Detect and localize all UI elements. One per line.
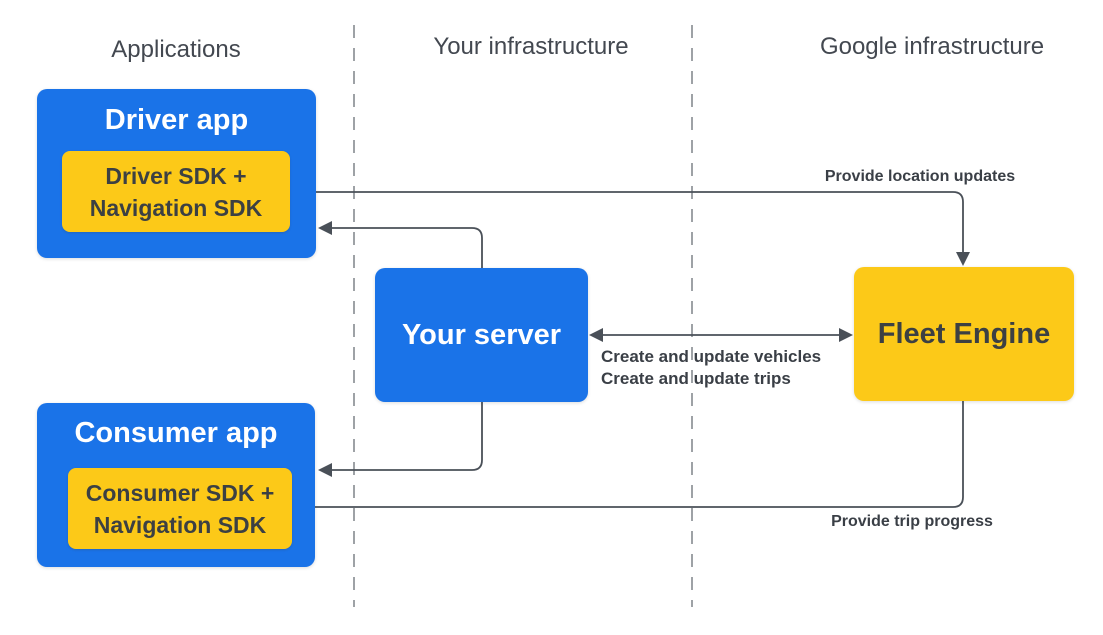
edge-label-provide-location-updates: Provide location updates: [824, 168, 1016, 185]
fleet-engine-node: Fleet Engine: [854, 267, 1074, 401]
edge-label-provide-trip-progress: Provide trip progress: [831, 513, 993, 530]
driver-app-title: Driver app: [104, 104, 249, 136]
column-header-google-infrastructure: Google infrastructure: [819, 33, 1045, 60]
arrowhead-left-driver-app: [318, 221, 332, 235]
driver-app-node: Driver app Driver SDK + Navigation SDK: [37, 89, 316, 258]
connector-server-to-consumer-app: [318, 402, 483, 477]
edge-label-create-and-update: Create and update vehicles Create and up…: [601, 346, 821, 390]
connector-provide-location-updates: [290, 191, 970, 266]
driver-sdk-label-line2: Navigation SDK: [89, 194, 263, 221]
driver-sdk-label-line1: Driver SDK +: [105, 162, 247, 189]
fleet-engine-title: Fleet Engine: [877, 318, 1051, 350]
edge-label-create-update-vehicles: Create and update vehicles: [601, 347, 822, 366]
column-header-your-infrastructure: Your infrastructure: [433, 33, 629, 60]
consumer-app-title: Consumer app: [74, 417, 278, 449]
your-server-title: Your server: [401, 319, 562, 351]
arrowhead-left-your-server: [589, 328, 603, 342]
your-server-node: Your server: [375, 268, 588, 402]
consumer-sdk-label-line2: Navigation SDK: [93, 511, 267, 538]
connector-server-fleet-engine-bidirectional: [589, 328, 853, 342]
connector-server-to-driver-app: [318, 221, 483, 268]
edge-label-create-update-trips: Create and update trips: [601, 369, 791, 388]
column-header-applications: Applications: [111, 36, 241, 63]
consumer-app-node: Consumer app Consumer SDK + Navigation S…: [37, 403, 315, 567]
arrowhead-down-fleet-engine: [956, 252, 970, 266]
arrowhead-right-fleet-engine: [839, 328, 853, 342]
consumer-sdk-label-line1: Consumer SDK +: [85, 479, 275, 506]
consumer-sdk-node: Consumer SDK + Navigation SDK: [68, 468, 292, 549]
connector-provide-trip-progress: [293, 401, 964, 514]
driver-sdk-node: Driver SDK + Navigation SDK: [62, 151, 290, 232]
arrowhead-left-consumer-app: [318, 463, 332, 477]
